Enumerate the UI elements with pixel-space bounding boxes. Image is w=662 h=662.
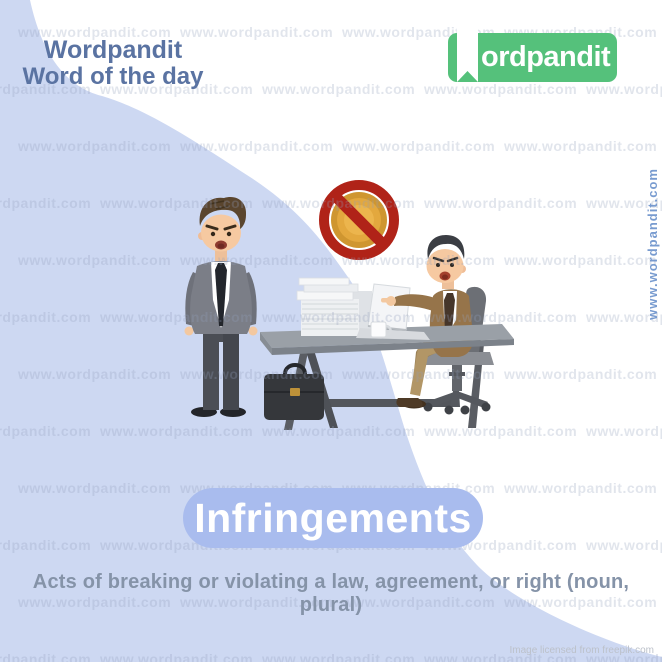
term-pill: Infringements xyxy=(183,488,483,548)
bookmark-ribbon-icon xyxy=(457,27,478,82)
standing-man xyxy=(184,197,258,417)
sitting-man xyxy=(396,235,474,409)
word-term: Infringements xyxy=(194,495,472,541)
image-credit: Image licensed from freepik.com xyxy=(509,645,654,656)
word-definition: Acts of breaking or violating a law, agr… xyxy=(32,571,630,616)
briefcase-icon xyxy=(264,363,324,420)
wordpandit-logo-badge: ordpandit xyxy=(448,27,617,82)
pointing-arm xyxy=(381,294,440,313)
no-coin-sign-icon xyxy=(319,180,399,260)
paper-stack-icon xyxy=(296,277,372,336)
coffee-mug-icon xyxy=(370,321,392,338)
brand-title: Wordpandit xyxy=(43,36,183,64)
vertical-watermark: www.wordpandit.com xyxy=(645,168,660,320)
logo-text: ordpandit xyxy=(481,41,611,73)
header: Wordpandit Word of the day xyxy=(22,36,204,91)
word-of-day-tagline: Word of the day xyxy=(22,63,204,90)
